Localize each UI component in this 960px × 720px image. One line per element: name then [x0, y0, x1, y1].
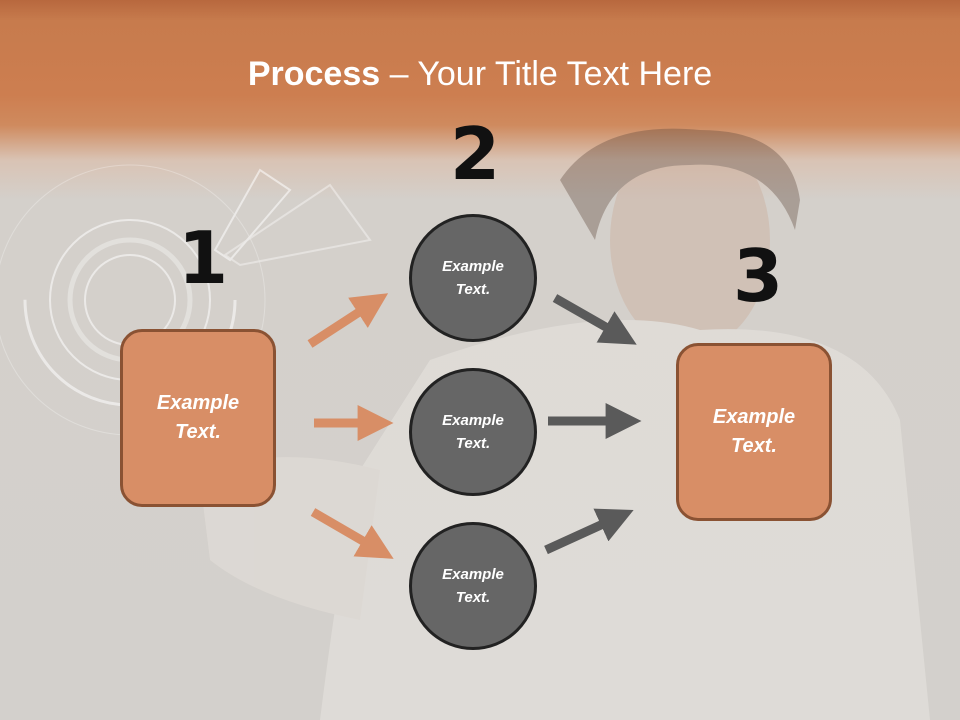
circle-middle-line2: Text. [455, 435, 491, 452]
title-rest: Your Title Text Here [417, 55, 713, 93]
step-1-text-line2: Text. [175, 421, 221, 443]
step-1-box: Example Text. [120, 329, 276, 507]
step-3-box: Example Text. [676, 343, 832, 521]
page-title: Process – Your Title Text Here [0, 52, 960, 96]
step-number-1: 1 [178, 216, 229, 300]
step-3-text-line2: Text. [731, 435, 777, 457]
step-1-text-line1: Example [156, 392, 240, 414]
circle-top-line1: Example [442, 258, 504, 275]
title-bold: Process [247, 55, 381, 93]
circle-top-line2: Text. [455, 281, 491, 298]
header-band [0, 0, 960, 20]
circle-middle-line1: Example [442, 412, 504, 429]
step-3-text-line1: Example [712, 406, 796, 428]
circle-bottom-line2: Text. [455, 589, 491, 606]
step-number-2: 2 [450, 112, 501, 196]
title-separator: – [380, 55, 418, 93]
step-number-3: 3 [733, 234, 784, 318]
circle-bottom-line1: Example [442, 566, 504, 583]
